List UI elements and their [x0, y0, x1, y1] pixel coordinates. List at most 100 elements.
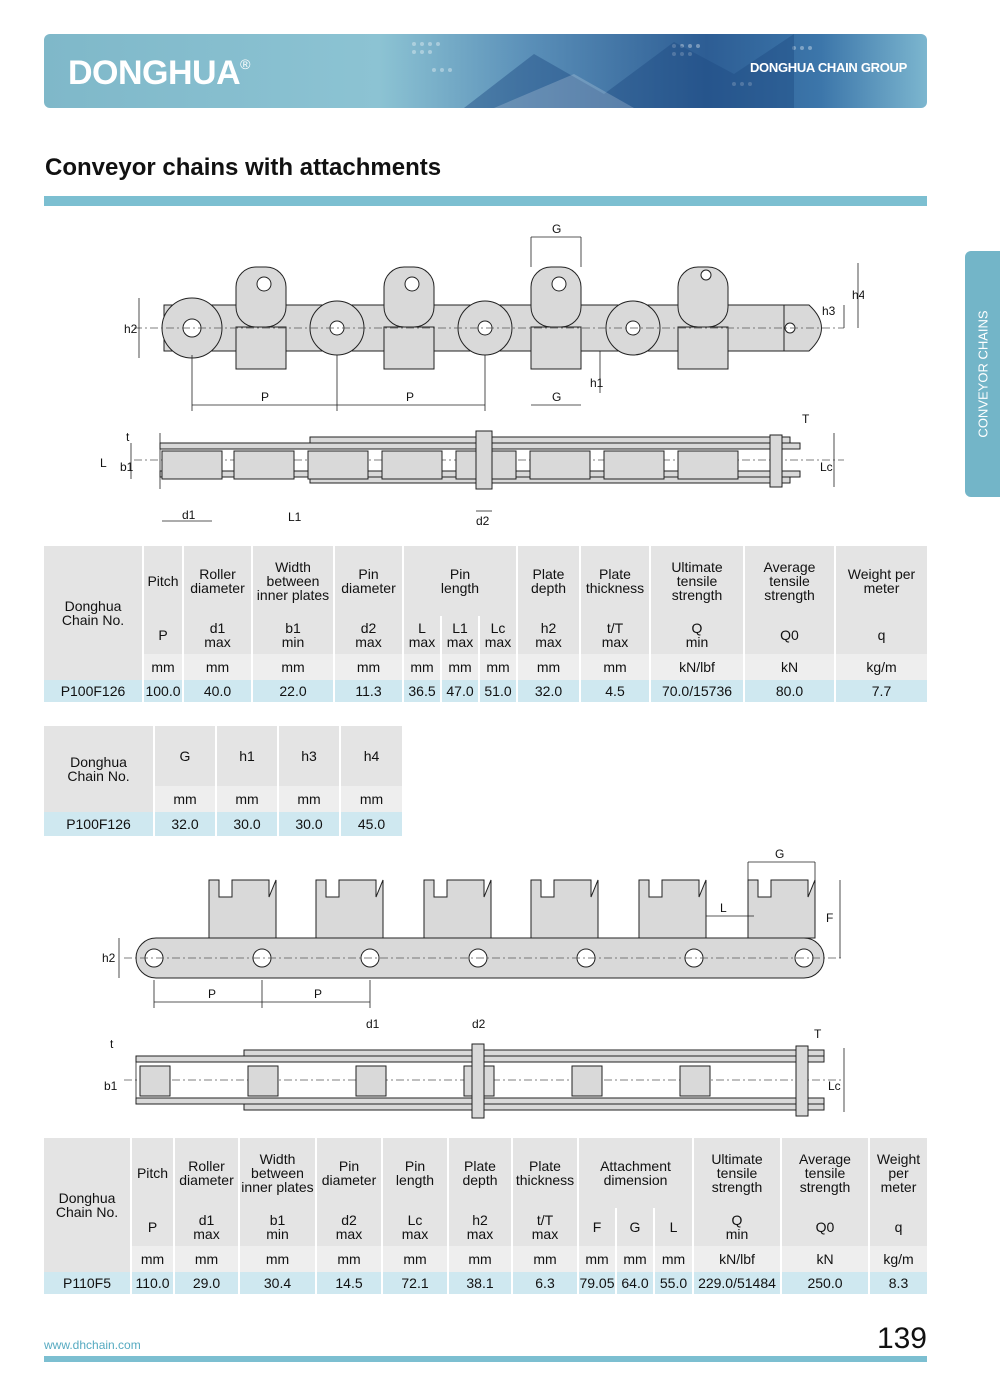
label-p-4: P — [314, 987, 322, 1001]
header-banner: DONGHUA® DONGHUA CHAIN GROUP — [44, 34, 927, 108]
unit-F: mm — [578, 1246, 617, 1272]
cell-model: P100F126 — [44, 680, 144, 702]
label-d1-2: d1 — [366, 1017, 380, 1031]
cell-pin-length-3: 72.1 — [382, 1272, 449, 1294]
header-roller-3: Roller diameter — [174, 1138, 240, 1208]
label-T-2: T — [814, 1027, 822, 1041]
header-pitch-3: Pitch — [131, 1138, 175, 1208]
label-g-2: G — [775, 847, 784, 861]
sym-pitch: P — [143, 616, 184, 654]
sym-plate-depth-3: h2 max — [448, 1208, 513, 1246]
header-model: Donghua Chain No. — [44, 546, 144, 680]
label-Lc: Lc — [820, 460, 833, 474]
cell-h3: 30.0 — [278, 812, 341, 836]
table-row: P110F5 110.0 29.0 30.4 14.5 72.1 38.1 6.… — [44, 1272, 927, 1294]
cell-average-3: 250.0 — [781, 1272, 870, 1294]
table-row: P100F126 32.0 30.0 30.0 45.0 — [44, 812, 402, 836]
sym-average-3: Q0 — [781, 1208, 870, 1246]
cell-plate-thickness: 4.5 — [580, 680, 651, 702]
cell-weight: 7.7 — [835, 680, 927, 702]
unit-L1: mm — [441, 654, 480, 680]
sym-L-3: L — [654, 1208, 694, 1246]
label-p-3: P — [208, 987, 216, 1001]
label-h2-2: h2 — [102, 951, 116, 965]
cell-plate-depth-3: 38.1 — [448, 1272, 513, 1294]
title-rule — [44, 196, 927, 206]
header-width-3: Width between inner plates — [239, 1138, 317, 1208]
sym-weight: q — [835, 616, 927, 654]
cell-Lc: 51.0 — [479, 680, 518, 702]
cell-F: 79.05 — [578, 1272, 617, 1294]
header-h3: h3 — [278, 726, 341, 786]
section-side-tab: CONVEYOR CHAINS — [965, 251, 1000, 497]
unit-roller-3: mm — [174, 1246, 240, 1272]
unit-G: mm — [154, 786, 217, 812]
cell-h1: 30.0 — [216, 812, 279, 836]
header-pin-diameter-3: Pin diameter — [316, 1138, 383, 1208]
unit-average-3: kN — [781, 1246, 870, 1272]
header-pin-length-3: Pin length — [382, 1138, 449, 1208]
sym-pin-length-3: Lc max — [382, 1208, 449, 1246]
label-p-2: P — [406, 390, 414, 404]
header-plate-thickness-3: Plate thickness — [512, 1138, 579, 1208]
page-number: 139 — [876, 1322, 927, 1355]
sym-L: L max — [403, 616, 442, 654]
header-attachment-3: Attachment dimension — [578, 1138, 694, 1208]
header-pitch: Pitch — [143, 546, 184, 616]
header-roller-diameter: Roller diameter — [183, 546, 253, 616]
cell-roller-3: 29.0 — [174, 1272, 240, 1294]
header-model-2: Donghua Chain No. — [44, 726, 155, 812]
unit-width-3: mm — [239, 1246, 317, 1272]
cell-G-3: 64.0 — [616, 1272, 655, 1294]
section-side-tab-label: CONVEYOR CHAINS — [975, 310, 990, 438]
cell-L-3: 55.0 — [654, 1272, 694, 1294]
cell-plate-thickness-3: 6.3 — [512, 1272, 579, 1294]
banner-graphic — [412, 34, 812, 108]
unit-weight-3: kg/m — [869, 1246, 927, 1272]
footer-url[interactable]: www.dhchain.com — [44, 1338, 141, 1352]
sym-width-3: b1 min — [239, 1208, 317, 1246]
sym-roller-3: d1 max — [174, 1208, 240, 1246]
label-b1: b1 — [120, 460, 134, 474]
sym-pin-diameter-3: d2 max — [316, 1208, 383, 1246]
cell-model-2: P100F126 — [44, 812, 155, 836]
header-average-3: Average tensile strength — [781, 1138, 870, 1208]
unit-roller: mm — [183, 654, 253, 680]
cell-plate-depth: 32.0 — [517, 680, 581, 702]
label-lc-2: Lc — [828, 1079, 841, 1093]
sym-Lc: Lc max — [479, 616, 518, 654]
unit-plate-depth-3: mm — [448, 1246, 513, 1272]
sym-pin-diameter: d2 max — [334, 616, 404, 654]
cell-pitch: 100.0 — [143, 680, 184, 702]
unit-h4: mm — [340, 786, 402, 812]
brand-logo: DONGHUA® — [68, 54, 250, 92]
spec-table-attachment-p100f126: Donghua Chain No. G h1 h3 h4 mm mm mm mm… — [44, 726, 402, 836]
sym-plate-depth: h2 max — [517, 616, 581, 654]
unit-pin-length-3: mm — [382, 1246, 449, 1272]
spec-table-p100f126: Donghua Chain No. Pitch Roller diameter … — [44, 546, 927, 702]
header-plate-depth-3: Plate depth — [448, 1138, 513, 1208]
cell-pin-diameter: 11.3 — [334, 680, 404, 702]
label-h2: h2 — [124, 322, 138, 336]
group-name: DONGHUA CHAIN GROUP — [749, 60, 907, 75]
unit-L-3: mm — [654, 1246, 694, 1272]
header-pin-length: Pin length — [403, 546, 518, 616]
sym-plate-thickness: t/T max — [580, 616, 651, 654]
label-f: F — [826, 911, 833, 925]
header-ultimate-strength: Ultimate tensile strength — [650, 546, 745, 616]
cell-model-3: P110F5 — [44, 1272, 132, 1294]
sym-width: b1 min — [252, 616, 335, 654]
cell-weight-3: 8.3 — [869, 1272, 927, 1294]
cell-roller: 40.0 — [183, 680, 253, 702]
cell-average: 80.0 — [744, 680, 836, 702]
header-h1: h1 — [216, 726, 279, 786]
label-h1: h1 — [590, 376, 604, 390]
page-title: Conveyor chains with attachments — [45, 154, 442, 181]
label-h3: h3 — [822, 304, 836, 318]
header-width-inner: Width between inner plates — [252, 546, 335, 616]
cell-width-3: 30.4 — [239, 1272, 317, 1294]
table-row: P100F126 100.0 40.0 22.0 11.3 36.5 47.0 … — [44, 680, 927, 702]
label-d2-2: d2 — [472, 1017, 486, 1031]
header-plate-thickness: Plate thickness — [580, 546, 651, 616]
header-weight-3: Weight per meter — [869, 1138, 927, 1208]
